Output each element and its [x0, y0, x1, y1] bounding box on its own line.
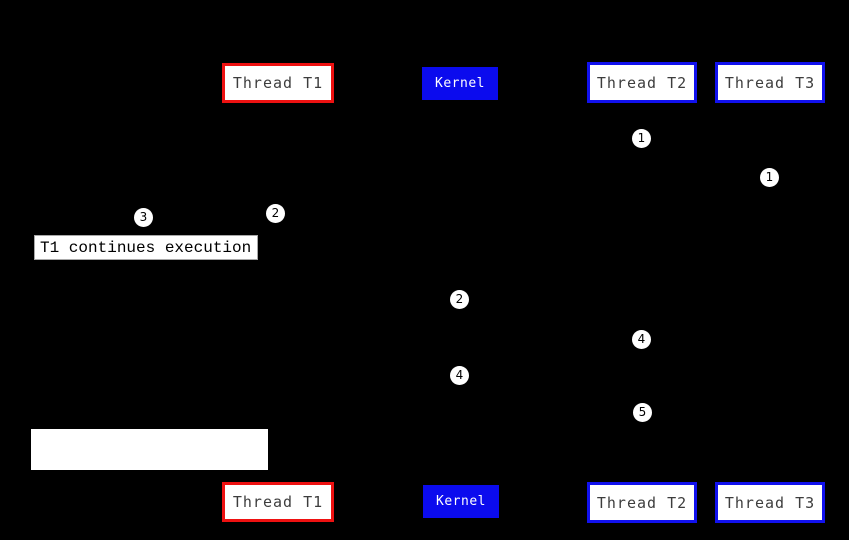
event-marker-4-thread-t2: 4: [632, 330, 651, 349]
annotation-blank-label: [31, 429, 268, 470]
event-marker-5-thread-t2: 5: [633, 403, 652, 422]
kernel-box-bottom: Kernel: [423, 485, 499, 518]
event-marker-1-thread-t3: 1: [760, 168, 779, 187]
event-marker-2-kernel: 2: [450, 290, 469, 309]
annotation-t1-continues-execution: T1 continues execution: [34, 235, 258, 260]
thread-t3-box-bottom: Thread T3: [715, 482, 825, 523]
thread-t2-box-bottom: Thread T2: [587, 482, 697, 523]
thread-t2-box-top: Thread T2: [587, 62, 697, 103]
thread-t1-box-bottom: Thread T1: [222, 482, 334, 522]
kernel-box-top: Kernel: [422, 67, 498, 100]
event-marker-3-annotation: 3: [134, 208, 153, 227]
event-marker-2-thread-t1: 2: [266, 204, 285, 223]
thread-t1-box-top: Thread T1: [222, 63, 334, 103]
thread-t3-box-top: Thread T3: [715, 62, 825, 103]
event-marker-1-thread-t2: 1: [632, 129, 651, 148]
event-marker-4-kernel: 4: [450, 366, 469, 385]
